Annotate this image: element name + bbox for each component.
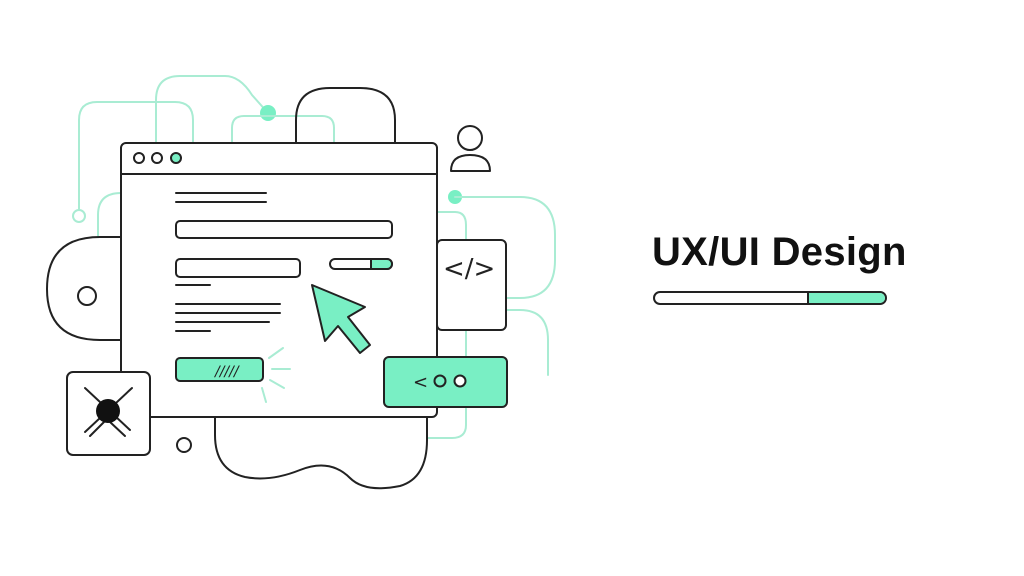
small-ring bbox=[176, 437, 192, 453]
button-slashes: ///// bbox=[213, 364, 240, 380]
window-dot bbox=[151, 152, 163, 164]
connector-node bbox=[260, 105, 276, 121]
progress-bar bbox=[653, 291, 887, 305]
input-field bbox=[175, 220, 393, 239]
bottom-blob bbox=[214, 417, 428, 490]
crosshair-icon bbox=[66, 371, 151, 456]
submit-button bbox=[175, 357, 264, 382]
user-icon bbox=[450, 125, 491, 172]
mouse-cursor-icon bbox=[311, 284, 371, 354]
window-dot-active bbox=[170, 152, 182, 164]
ring bbox=[77, 286, 97, 306]
input-field bbox=[175, 258, 301, 278]
top-bump bbox=[295, 87, 396, 144]
code-icon: </> bbox=[436, 239, 507, 331]
window-dot bbox=[133, 152, 145, 164]
pager-arrow: < bbox=[413, 372, 428, 393]
progress-fill bbox=[807, 293, 885, 303]
code-tag-text: </> bbox=[443, 254, 495, 284]
page-title: UX/UI Design bbox=[652, 230, 907, 274]
pager-icon: < bbox=[383, 356, 508, 408]
